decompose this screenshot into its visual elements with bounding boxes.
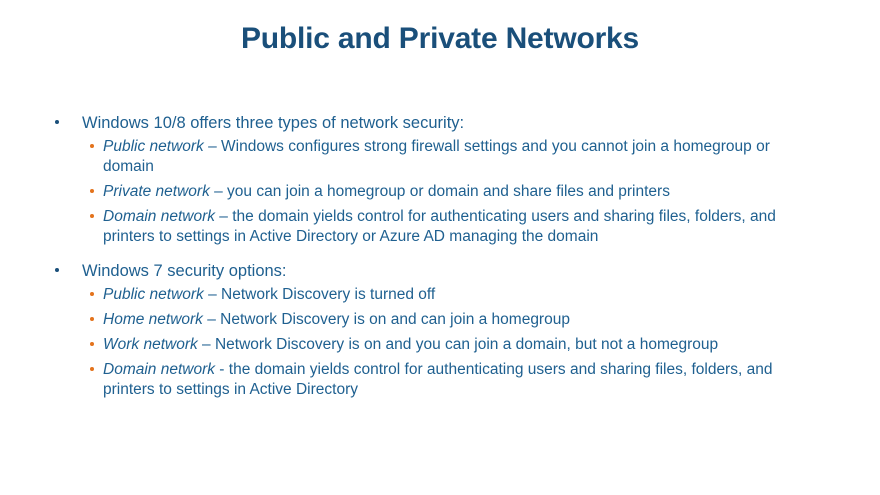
bullet-level1: Windows 10/8 offers three types of netwo…	[48, 112, 804, 134]
bullet-level2: Domain network – the domain yields contr…	[48, 207, 804, 247]
bullet-level2-label: Home network – Network Discovery is on a…	[103, 310, 804, 330]
term-label: Public network	[103, 138, 204, 155]
term-description: – you can join a homegroup or domain and…	[209, 183, 670, 200]
bullet-dot-icon	[90, 144, 94, 148]
bullet-level2-label: Public network – Network Discovery is tu…	[103, 285, 804, 305]
bullet-dot-icon	[90, 292, 94, 296]
term-label: Domain network	[103, 361, 215, 378]
bullet-dot-icon	[90, 189, 94, 193]
term-description: – Network Discovery is on and can join a…	[202, 311, 570, 328]
section-spacer	[48, 252, 804, 260]
term-label: Home network	[103, 311, 203, 328]
bullet-level2: Domain network - the domain yields contr…	[48, 360, 804, 400]
bullet-level2-group: Public network – Network Discovery is tu…	[48, 285, 804, 400]
bullet-dot-icon	[90, 214, 94, 218]
term-label: Domain network	[103, 208, 215, 225]
bullet-level2-label: Domain network - the domain yields contr…	[103, 360, 804, 400]
bullet-dot-icon	[55, 268, 59, 272]
bullet-dot-icon	[55, 120, 59, 124]
bullet-level2-label: Public network – Windows configures stro…	[103, 137, 804, 177]
term-label: Private network	[103, 183, 210, 200]
slide-body: Windows 10/8 offers three types of netwo…	[48, 112, 804, 405]
term-description: – the domain yields control for authenti…	[103, 208, 776, 245]
term-label: Public network	[103, 286, 204, 303]
term-description: - the domain yields control for authenti…	[103, 361, 773, 398]
bullet-level2-label: Work network – Network Discovery is on a…	[103, 335, 804, 355]
bullet-dot-icon	[90, 367, 94, 371]
page-title: Public and Private Networks	[240, 22, 640, 55]
bullet-level1-label: Windows 7 security options:	[82, 262, 287, 280]
bullet-level2-label: Private network – you can join a homegro…	[103, 182, 804, 202]
bullet-level2: Public network – Network Discovery is tu…	[48, 285, 804, 305]
term-description: – Windows configures strong firewall set…	[103, 138, 770, 175]
term-description: – Network Discovery is turned off	[203, 286, 436, 303]
bullet-level1: Windows 7 security options:	[48, 260, 804, 282]
bullet-level2: Home network – Network Discovery is on a…	[48, 310, 804, 330]
term-label: Work network	[103, 336, 198, 353]
bullet-level1-label: Windows 10/8 offers three types of netwo…	[82, 114, 465, 132]
bullet-dot-icon	[90, 317, 94, 321]
bullet-level2: Public network – Windows configures stro…	[48, 137, 804, 177]
bullet-level2: Private network – you can join a homegro…	[48, 182, 804, 202]
term-description: – Network Discovery is on and you can jo…	[197, 336, 719, 353]
bullet-level2-label: Domain network – the domain yields contr…	[103, 207, 804, 247]
bullet-dot-icon	[90, 342, 94, 346]
bullet-level2: Work network – Network Discovery is on a…	[48, 335, 804, 355]
bullet-level2-group: Public network – Windows configures stro…	[48, 137, 804, 247]
